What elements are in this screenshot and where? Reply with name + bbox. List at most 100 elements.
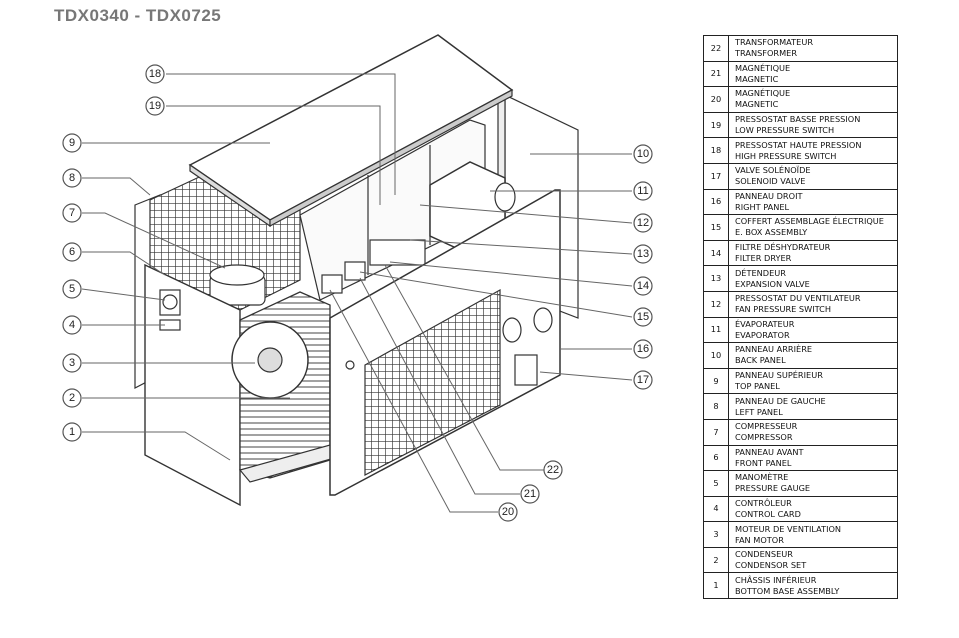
part-number: 22 [703,35,729,62]
callout-number: 2 [69,392,75,404]
callout-2 [62,388,82,408]
part-name-en: EVAPORATOR [735,329,790,340]
callout-number: 7 [69,207,75,219]
part-name-fr: PRESSOSTAT BASSE PRESSION [735,114,861,125]
part-number: 17 [703,162,729,190]
part-name-en: COMPRESSOR [735,432,793,443]
callout-number: 5 [69,283,75,295]
part-name-fr: COFFERT ASSEMBLAGE ÉLECTRIQUE [735,216,884,227]
callout-13 [633,244,653,264]
callout-number: 8 [69,172,75,184]
part-name-en: PRESSURE GAUGE [735,483,811,494]
part-name-fr: MAGNÉTIQUE [735,88,791,99]
callout-8 [62,168,82,188]
callout-number: 1 [69,426,75,438]
part-name-en: TRANSFORMER [735,48,798,59]
part-name-fr: PANNEAU DROIT [735,190,803,201]
part-name-en: SOLENOID VALVE [735,176,806,187]
callout-4 [62,315,82,335]
callout-number: 20 [502,506,514,518]
part-number: 4 [703,495,729,523]
part-name-fr: PRESSOSTAT HAUTE PRESSION [735,139,862,150]
callout-number: 3 [69,357,75,369]
callout-number: 14 [637,280,649,292]
part-name-en: E. BOX ASSEMBLY [735,227,808,238]
part-name-fr: CONDENSEUR [735,549,793,560]
callout-11 [633,181,653,201]
callout-number: 19 [149,100,161,112]
part-number: 18 [703,137,729,164]
part-number: 2 [703,546,729,574]
part-number: 14 [703,239,729,267]
part-name-en: RIGHT PANEL [735,201,790,212]
part-name-en: CONDENSOR SET [735,560,807,571]
callout-7 [62,203,82,223]
part-name-fr: DÉTENDEUR [735,267,786,278]
part-number: 11 [703,316,729,344]
part-name-en: FAN MOTOR [735,534,784,545]
callout-18 [145,64,165,84]
part-number: 12 [703,290,729,318]
part-name-fr: CONTRÔLEUR [735,497,792,508]
part-name-en: LEFT PANEL [735,406,783,417]
part-number: 7 [703,418,729,446]
part-number: 8 [703,393,729,420]
callout-14 [633,276,653,296]
part-number: 5 [703,470,729,497]
callout-number: 11 [637,185,648,197]
callout-number: 4 [69,319,75,331]
callout-20 [498,502,518,522]
callout-number: 13 [637,248,649,260]
part-name-en: FRONT PANEL [735,457,792,468]
part-name-en: LOW PRESSURE SWITCH [735,125,835,136]
callout-number: 21 [524,488,536,500]
part-name-fr: PRESSOSTAT DU VENTILATEUR [735,293,861,304]
part-name-fr: PANNEAU ARRIÈRE [735,344,813,355]
callout-16 [633,339,653,359]
part-name-en: CONTROL CARD [735,508,801,519]
part-number: 20 [703,86,729,113]
part-number: 9 [703,367,729,395]
callout-10 [633,144,653,164]
callout-number: 16 [637,343,649,355]
callout-17 [633,370,653,390]
part-name-en: MAGNETIC [735,73,779,84]
part-name-fr: PANNEAU SUPÉRIEUR [735,370,823,381]
part-number: 6 [703,444,729,472]
part-number: 16 [703,188,729,216]
part-name-fr: TRANSFORMATEUR [735,37,814,48]
part-name-en: EXPANSION VALVE [735,278,810,289]
callout-circles [62,64,653,522]
part-name-fr: FILTRE DÉSHYDRATEUR [735,242,831,253]
callout-number: 22 [547,464,559,476]
part-number: 19 [703,111,729,139]
callout-9 [62,133,82,153]
callout-number: 15 [637,311,649,323]
part-name-en: TOP PANEL [735,381,780,392]
part-name-fr: ÉVAPORATEUR [735,318,795,329]
callout-15 [633,307,653,327]
part-name-en: BACK PANEL [735,355,786,366]
callout-12 [633,213,653,233]
callout-21 [520,484,540,504]
